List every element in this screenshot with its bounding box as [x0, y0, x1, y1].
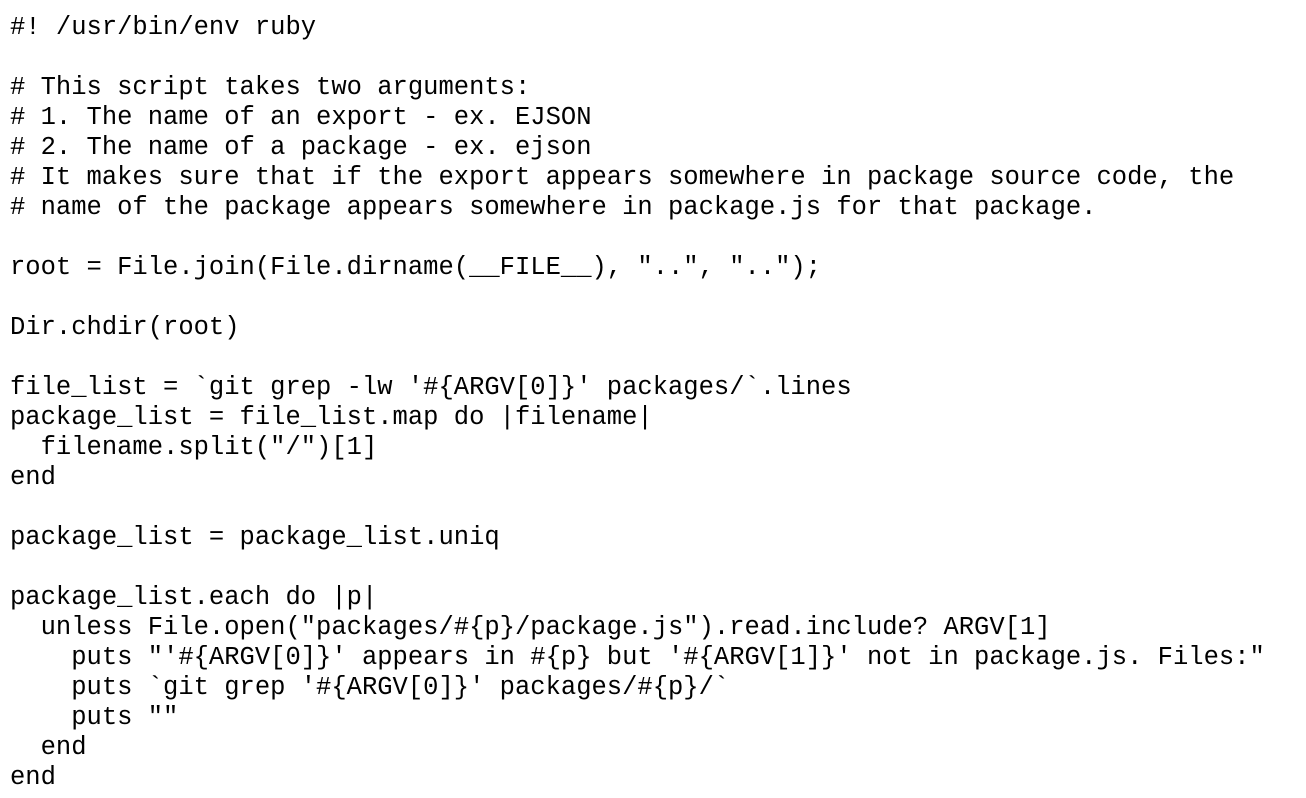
ruby-script-source: #! /usr/bin/env ruby # This script takes…	[10, 13, 1265, 792]
code-document: #! /usr/bin/env ruby # This script takes…	[10, 13, 1265, 792]
